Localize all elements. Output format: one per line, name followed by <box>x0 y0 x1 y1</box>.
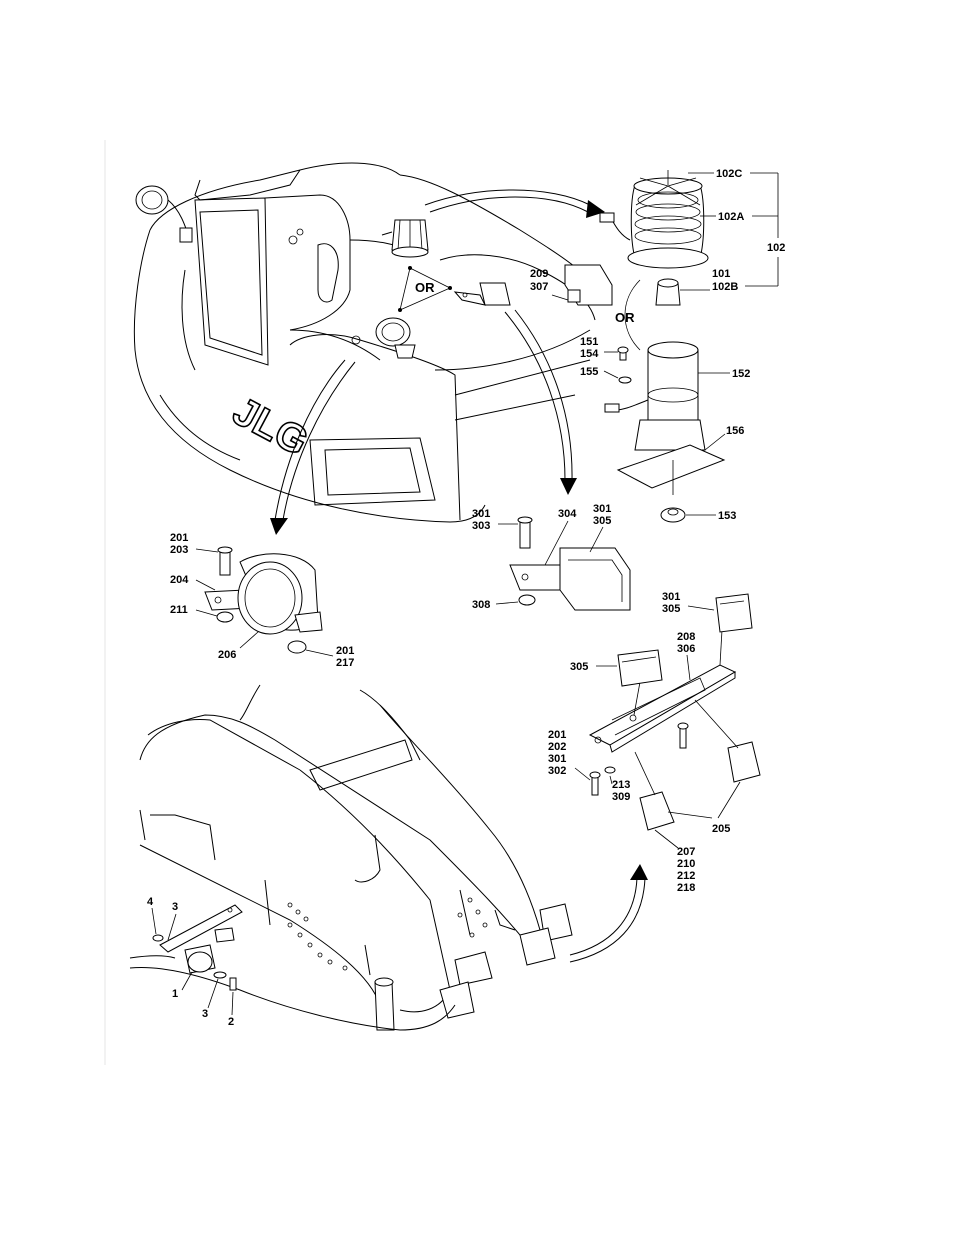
strobe-209 <box>564 264 613 306</box>
callout-209: 209 <box>530 268 548 280</box>
leader-209 <box>551 294 569 301</box>
callout-213: 213 <box>612 779 630 791</box>
callout-304: 304 <box>558 508 577 520</box>
callout-1: 1 <box>172 988 178 1000</box>
leaders-204 <box>195 548 334 657</box>
hood-strobe <box>453 282 511 306</box>
callout-303: 303 <box>472 520 490 532</box>
callout-218: 218 <box>677 882 695 894</box>
arrow-to-bracket <box>569 864 648 963</box>
callout-208: 208 <box>677 631 695 643</box>
callout-155: 155 <box>580 366 598 378</box>
arrow-to-worklight <box>270 359 356 535</box>
arrow-to-beacon <box>424 189 605 218</box>
callout-205: 205 <box>712 823 730 835</box>
callout-211: 211 <box>170 604 188 616</box>
callout-202: 202 <box>548 741 566 753</box>
strobe-304-assembly <box>509 516 631 611</box>
callout-4: 4 <box>147 896 154 908</box>
callout-217: 217 <box>336 657 354 669</box>
worklight-204-assembly <box>204 546 323 654</box>
callout-203: 203 <box>170 544 188 556</box>
callout-201a: 201 <box>170 532 188 544</box>
beacon-102-assembly <box>599 170 709 306</box>
callout-102: 102 <box>767 242 785 254</box>
callout-207: 207 <box>677 846 695 858</box>
chassis-holes <box>287 897 488 971</box>
alarm-152-assembly <box>604 341 726 523</box>
leaders-208 <box>574 605 741 849</box>
callout-3a: 3 <box>172 901 178 913</box>
or-selector-lines <box>398 266 452 312</box>
callout-309: 309 <box>612 791 630 803</box>
callout-301a: 301 <box>472 508 490 520</box>
hood-beacon-top <box>381 219 429 258</box>
callout-301b: 301 <box>593 503 611 515</box>
callout-154: 154 <box>580 348 599 360</box>
callout-101: 101 <box>712 268 730 280</box>
callout-152: 152 <box>732 368 750 380</box>
hood-worklight <box>351 317 416 359</box>
callout-301c: 301 <box>662 591 680 603</box>
callout-151: 151 <box>580 336 598 348</box>
callout-204: 204 <box>170 574 189 586</box>
leaders-152 <box>603 351 730 516</box>
callout-201b: 201 <box>336 645 354 657</box>
callout-301d: 301 <box>548 753 566 765</box>
callout-206: 206 <box>218 649 236 661</box>
machine-hood-top <box>133 162 601 523</box>
callout-308: 308 <box>472 599 490 611</box>
bracket-208-assembly <box>588 593 761 831</box>
callout-102C: 102C <box>716 168 742 180</box>
leaders-lower <box>151 907 234 1016</box>
leaders-102 <box>680 172 779 291</box>
leaders-304 <box>495 520 604 605</box>
lower-chassis <box>129 684 573 1031</box>
callout-306: 306 <box>677 643 695 655</box>
callout-307: 307 <box>530 281 548 293</box>
hood-beacon-left <box>135 185 193 243</box>
callout-102B: 102B <box>712 281 738 293</box>
or-label-right: OR <box>615 310 635 325</box>
callout-3b: 3 <box>202 1008 208 1020</box>
callout-210: 210 <box>677 858 695 870</box>
or-arc-right <box>624 279 641 351</box>
callout-305a: 305 <box>593 515 611 527</box>
callout-212: 212 <box>677 870 695 882</box>
callout-305c: 305 <box>570 661 588 673</box>
callout-305b: 305 <box>662 603 680 615</box>
callout-2: 2 <box>228 1016 234 1028</box>
or-label-top: OR <box>415 280 435 295</box>
callout-156: 156 <box>726 425 744 437</box>
callout-153: 153 <box>718 510 736 522</box>
arrow-to-strobe <box>504 309 577 495</box>
callout-102A: 102A <box>718 211 744 223</box>
callout-201c: 201 <box>548 729 566 741</box>
callout-302: 302 <box>548 765 566 777</box>
